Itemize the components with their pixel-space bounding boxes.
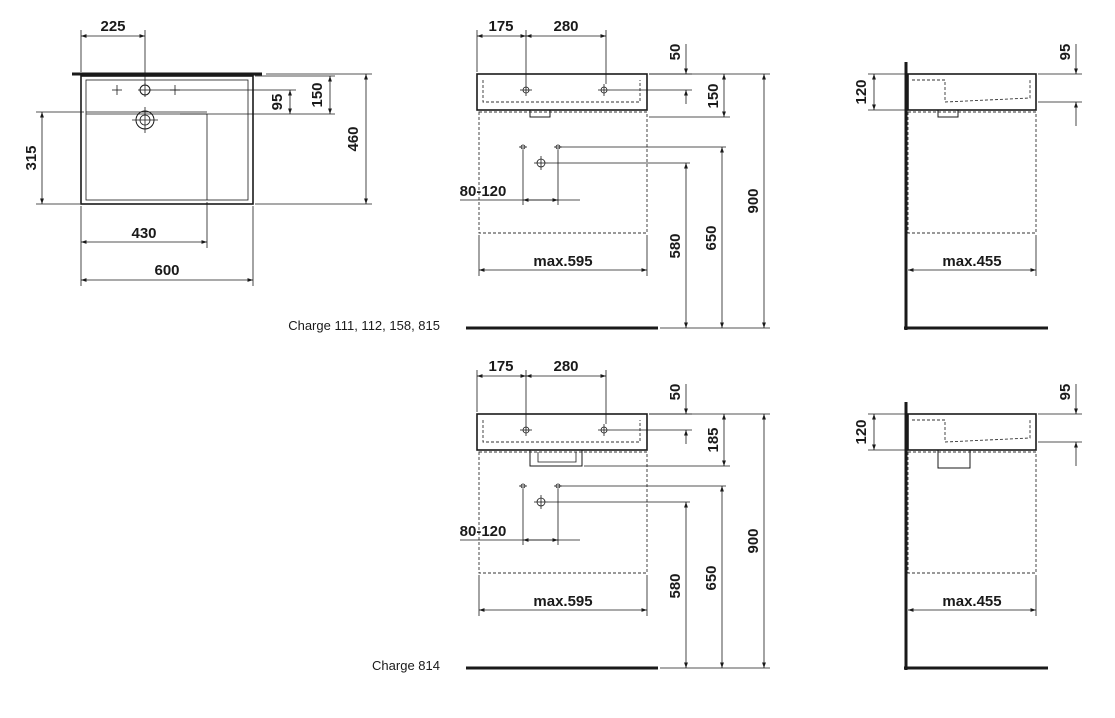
dim-80-120: 80-120 [460,183,507,200]
dim-50: 50 [667,44,684,61]
dim-900: 900 [745,528,762,553]
dim-max-depth: max.455 [942,253,1001,270]
dim-280: 280 [553,18,578,35]
front-view-top: 80-120 175 280 50 150 580 650 900 max.59… [288,18,770,333]
plan-view: 225 150 95 460 315 430 600 [23,18,372,286]
dim-175: 175 [488,18,513,35]
dim-225: 225 [100,18,125,35]
dim-150-front: 150 [705,83,722,108]
dim-max-depth: max.455 [942,593,1001,610]
front-view-bottom: 80-120 175 280 50 185 580 650 900 max.59… [372,358,770,673]
dim-580: 580 [667,233,684,258]
dim-max-width: max.595 [533,253,592,270]
side-view-top: 120 95 max.455 [853,44,1082,330]
caption-bottom: Charge 814 [372,658,440,673]
dim-430: 430 [131,225,156,242]
dim-95-side: 95 [1057,384,1074,401]
dim-150: 150 [309,82,326,107]
dim-650: 650 [703,565,720,590]
dim-120: 120 [853,79,870,104]
dim-600: 600 [154,262,179,279]
dim-80-120: 80-120 [460,523,507,540]
side-view-bottom: 120 95 max.455 [853,384,1082,670]
dim-650: 650 [703,225,720,250]
dim-280: 280 [553,358,578,375]
valve-mark-icon [519,144,562,170]
caption-top: Charge 111, 112, 158, 815 [288,318,440,333]
dim-max-width: max.595 [533,593,592,610]
drain-icon [132,107,158,133]
dim-580: 580 [667,573,684,598]
dim-120: 120 [853,419,870,444]
valve-mark-icon [519,483,562,509]
dim-50: 50 [667,384,684,401]
tap-hole-icon [138,83,152,97]
dim-95: 95 [269,94,286,111]
dim-185: 185 [705,427,722,452]
dim-315: 315 [23,145,40,170]
dim-175: 175 [488,358,513,375]
dim-95-side: 95 [1057,44,1074,61]
dim-460: 460 [345,126,362,151]
dim-900: 900 [745,188,762,213]
